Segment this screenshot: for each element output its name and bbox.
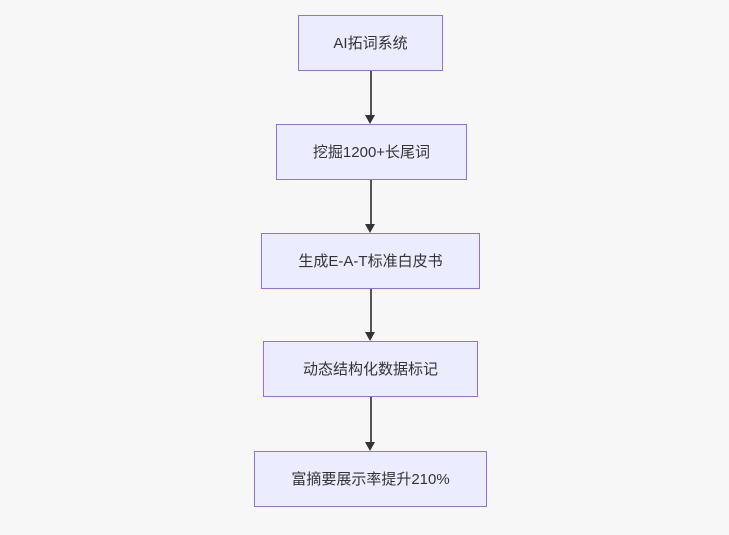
flow-node-label: 生成E-A-T标准白皮书	[298, 252, 443, 270]
arrow-line	[369, 397, 372, 444]
arrow-line	[369, 71, 372, 117]
flow-arrow-4	[365, 397, 376, 451]
arrow-line	[369, 289, 372, 334]
arrowhead-down-icon	[365, 224, 375, 233]
flow-arrow-1	[365, 71, 376, 124]
flow-node-label: 挖掘1200+长尾词	[312, 143, 431, 161]
flow-node-structured-data-markup: 动态结构化数据标记	[263, 341, 478, 397]
arrowhead-down-icon	[365, 115, 375, 124]
flow-arrow-2	[365, 180, 376, 233]
arrow-line	[369, 180, 372, 226]
arrowhead-down-icon	[365, 332, 375, 341]
flow-node-rich-snippet-result: 富摘要展示率提升210%	[254, 451, 487, 507]
flow-node-label: 富摘要展示率提升210%	[291, 470, 450, 488]
flow-node-ai-expansion-system: AI拓词系统	[298, 15, 443, 71]
flow-node-eat-whitepaper: 生成E-A-T标准白皮书	[261, 233, 480, 289]
flow-node-label: AI拓词系统	[333, 34, 408, 52]
flow-node-longtail-mining: 挖掘1200+长尾词	[276, 124, 467, 180]
arrowhead-down-icon	[365, 442, 375, 451]
flow-arrow-3	[365, 289, 376, 341]
flow-node-label: 动态结构化数据标记	[302, 360, 438, 378]
